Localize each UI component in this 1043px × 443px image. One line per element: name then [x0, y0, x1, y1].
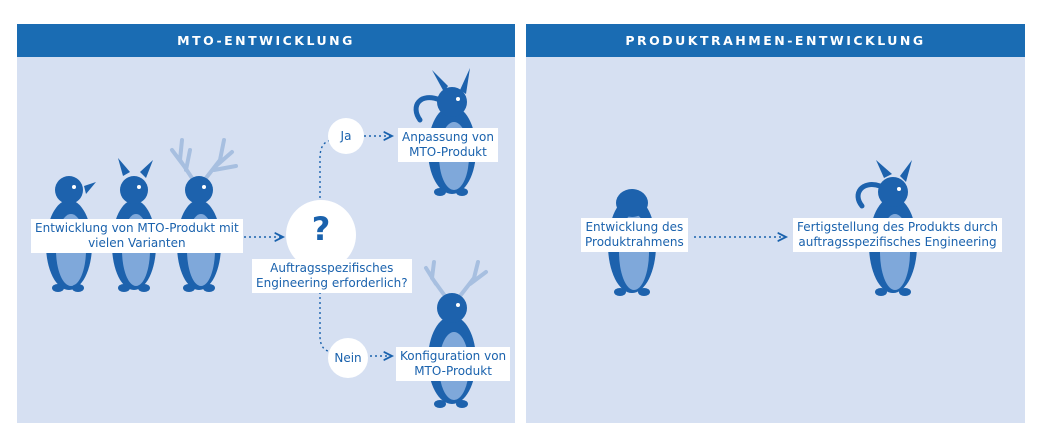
- connector-up: [319, 139, 335, 198]
- yes-bubble: Ja: [328, 118, 364, 154]
- yes-result-label: Anpassung von MTO-Produkt: [398, 128, 498, 162]
- frame-development-label: Entwicklung des Produktrahmens: [581, 218, 688, 252]
- penguin-antlers-figure: [170, 138, 238, 292]
- question-bubble: [286, 200, 356, 270]
- start-label: Entwicklung von MTO-Produkt mit vielen V…: [31, 219, 243, 253]
- no-result-label: Konfiguration von MTO-Produkt: [396, 347, 511, 381]
- question-label: Auftragsspezifisches Engineering erforde…: [252, 259, 412, 293]
- produktrahmen-panel-header: PRODUKTRAHMEN-ENTWICKLUNG: [526, 24, 1025, 57]
- penguin-configured-figure: [424, 260, 488, 408]
- mto-panel-header: MTO-ENTWICKLUNG: [17, 24, 515, 57]
- question-mark: ?: [311, 210, 331, 248]
- connector-down: [319, 292, 335, 353]
- finished-product-label: Fertigstellung des Produkts durch auftra…: [793, 218, 1003, 252]
- no-bubble: Nein: [328, 338, 368, 378]
